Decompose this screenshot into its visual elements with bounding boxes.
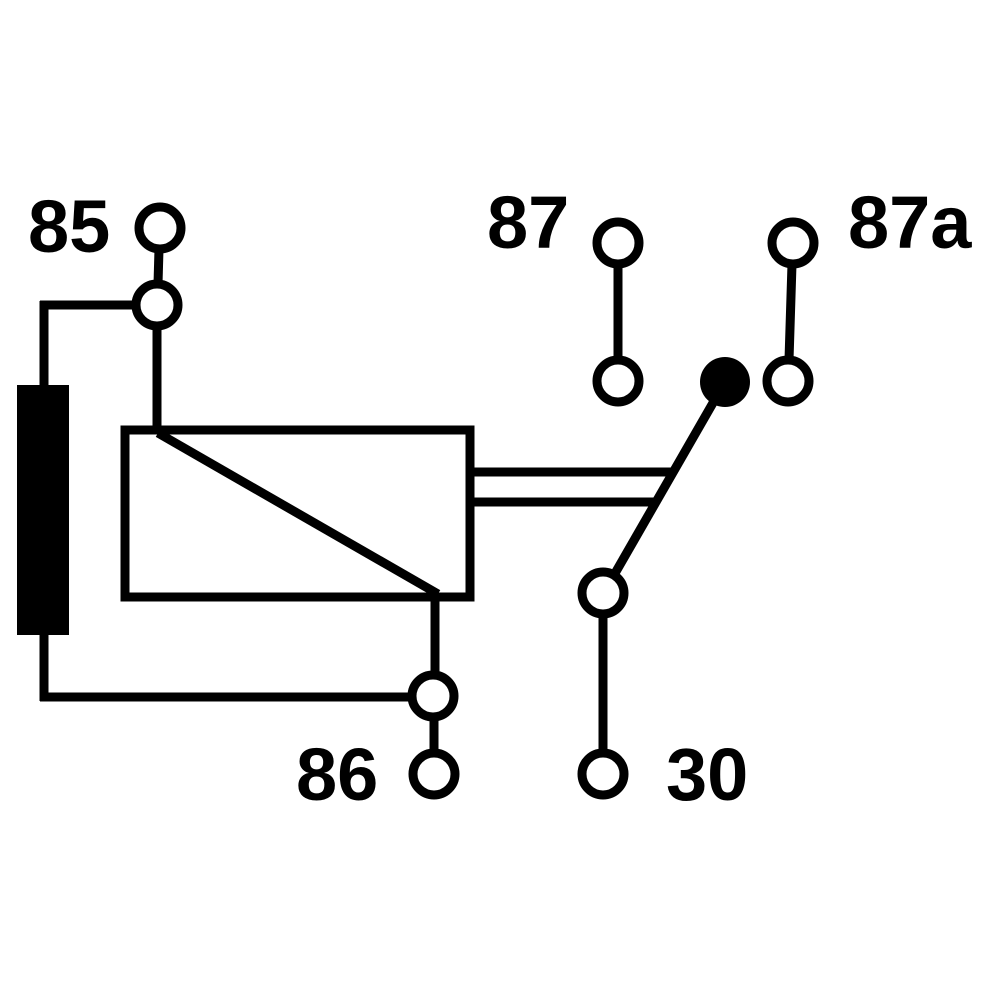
terminal-30-upper <box>577 567 629 619</box>
terminal-87a-top <box>767 217 819 269</box>
resistor-bar <box>17 385 69 635</box>
pin-86-label: 86 <box>296 733 378 816</box>
terminal-85-top <box>134 202 186 254</box>
terminal-87a-contact <box>762 355 814 407</box>
wire-85-vertical <box>153 248 164 285</box>
pin-87-label: 87 <box>487 181 569 264</box>
switch-contact-arm <box>602 379 729 592</box>
terminal-86-upper <box>407 670 459 722</box>
terminal-86-bottom <box>408 748 460 800</box>
switch-pivot-dot <box>700 357 750 407</box>
pin-85-label: 85 <box>28 185 110 268</box>
terminal-87-contact <box>592 355 644 407</box>
wire-87a-vertical <box>784 263 797 361</box>
relay-coil-diagonal <box>155 429 441 598</box>
terminal-85-inner <box>131 279 183 331</box>
terminal-87-top <box>592 217 644 269</box>
pin-87a-label: 87a <box>848 181 972 264</box>
pin-30-label: 30 <box>666 733 748 816</box>
terminal-30-bottom <box>577 748 629 800</box>
